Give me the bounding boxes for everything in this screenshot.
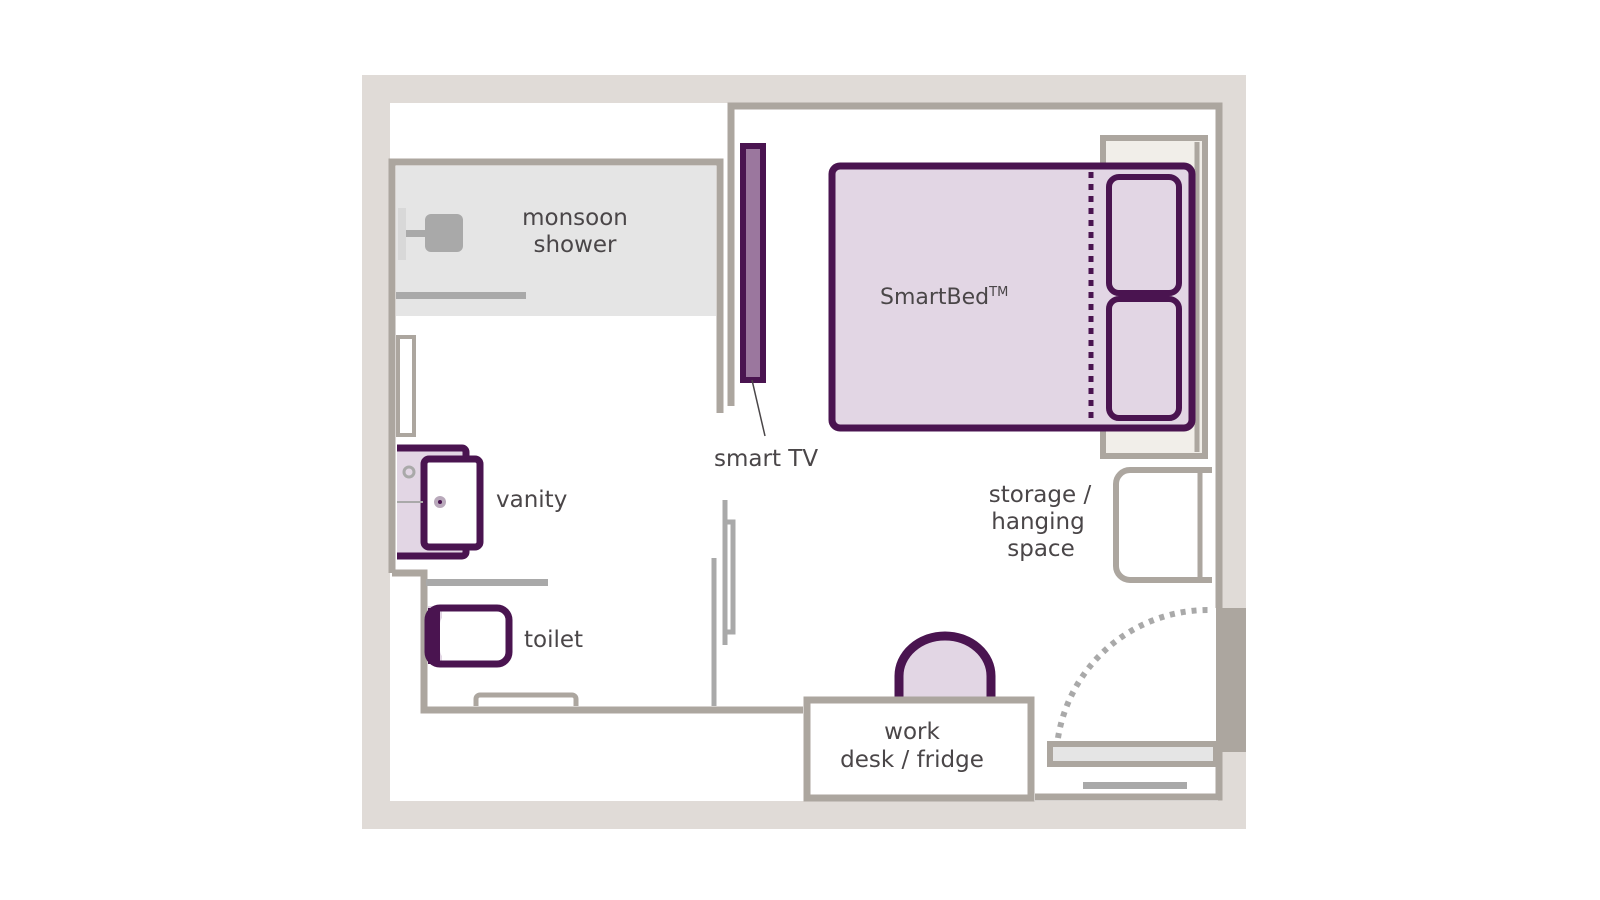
entrance-door-opening — [1216, 608, 1246, 752]
bath-mat — [473, 692, 579, 706]
bathroom-sliding-door — [711, 500, 736, 706]
shower-label-line1: monsoon — [522, 205, 628, 231]
storage-label-line1: storage / — [989, 482, 1092, 508]
work-desk-fridge: work desk / fridge — [803, 696, 1035, 802]
tv-label: smart TV — [714, 446, 818, 472]
door-mat — [1083, 782, 1187, 789]
smartbed: SmartBedTM — [828, 162, 1196, 432]
bathroom-walls — [388, 158, 803, 714]
bed-label: SmartBedTM — [880, 285, 1008, 310]
storage-label-line3: space — [1007, 536, 1074, 562]
toilet-label: toilet — [524, 627, 583, 653]
storage-label-line2: hanging — [991, 509, 1084, 535]
entrance-door[interactable] — [1047, 607, 1219, 789]
tap-icon — [402, 465, 416, 479]
grab-bar — [426, 579, 548, 586]
pillow-icon — [1106, 174, 1182, 296]
storage-hanging-space: storage / hanging space — [989, 467, 1212, 583]
pillow-icon — [1106, 296, 1182, 421]
sink-basin — [420, 455, 484, 551]
desk-label-line1: work — [884, 719, 940, 745]
door-leaf[interactable] — [1047, 741, 1219, 767]
shower-head-icon — [425, 214, 463, 252]
monsoon-shower: monsoon shower — [396, 166, 716, 316]
tv-leader-line — [751, 379, 766, 437]
shower-screen — [396, 292, 526, 299]
towel-rail — [396, 335, 416, 437]
desk-chair — [894, 631, 996, 698]
desk-label-line2: desk / fridge — [840, 747, 984, 773]
vanity: vanity — [397, 444, 567, 560]
shower-label-line2: shower — [533, 232, 617, 258]
smart-tv: smart TV — [714, 143, 818, 472]
toilet: toilet — [424, 604, 583, 668]
vanity-label: vanity — [496, 487, 567, 513]
